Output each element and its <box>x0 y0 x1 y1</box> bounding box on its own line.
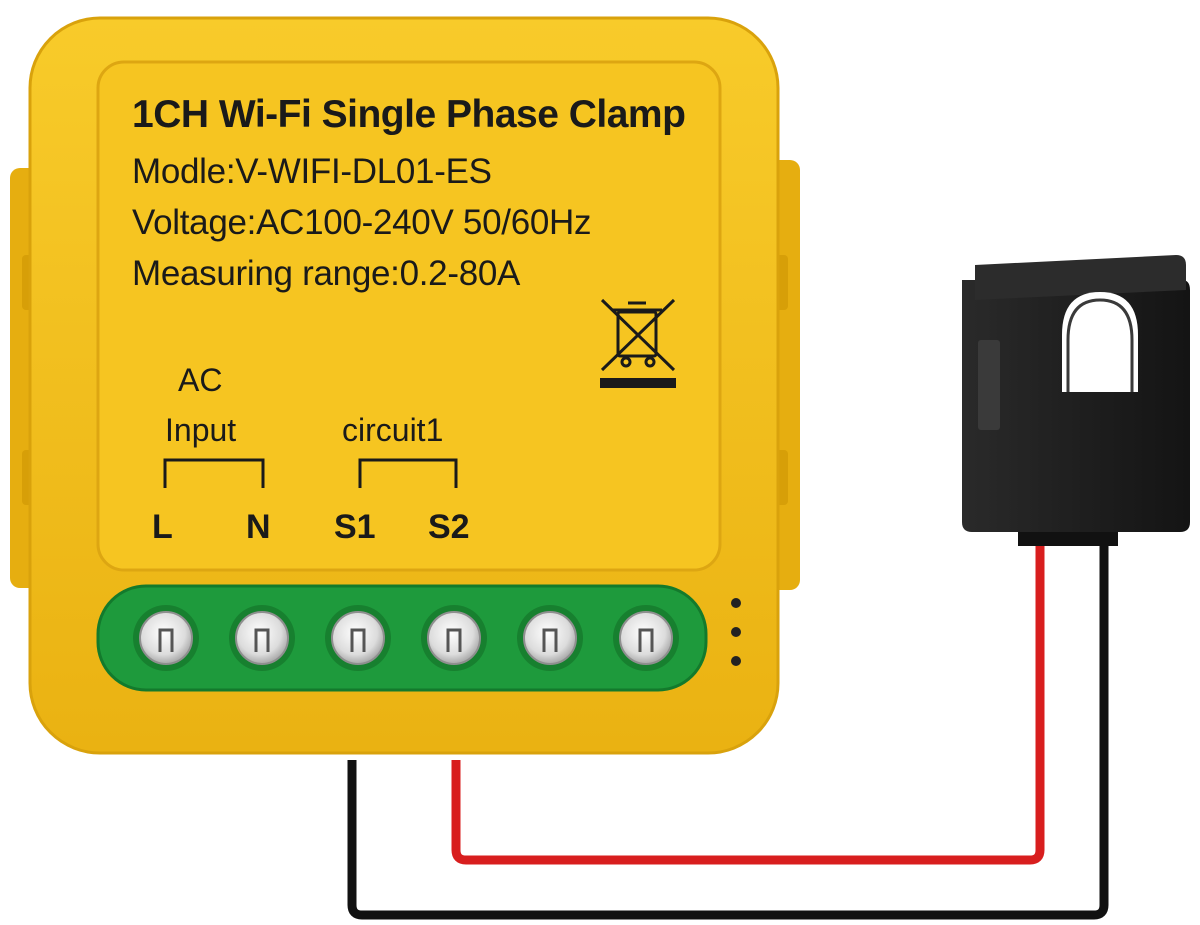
terminal-brackets <box>163 458 458 488</box>
device-title: 1CH Wi-Fi Single Phase Clamp <box>132 93 686 136</box>
status-led-dot <box>731 627 741 637</box>
clamp-wires <box>347 540 1109 920</box>
ac-label: AC <box>178 362 223 398</box>
device-measuring-range: Measuring range:0.2-80A <box>132 254 521 293</box>
status-led-dot <box>731 656 741 666</box>
circuit-label: circuit1 <box>342 412 444 448</box>
terminal-screw-2 <box>229 605 295 671</box>
device-voltage: Voltage:AC100-240V 50/60Hz <box>132 203 592 242</box>
device-label-panel <box>96 60 722 572</box>
terminal-screw-5 <box>517 605 583 671</box>
device-label: 1CH Wi-Fi Single Phase Clamp Modle:V-WIF… <box>132 92 712 299</box>
pin-label-S1: S1 <box>334 508 376 546</box>
terminal-screw-6 <box>613 605 679 671</box>
pin-label-L: L <box>152 508 173 546</box>
current-clamp <box>962 255 1190 546</box>
terminal-screw-3 <box>325 605 391 671</box>
pin-label-N: N <box>246 508 271 546</box>
weee-bin-icon <box>600 298 676 388</box>
pin-label-S2: S2 <box>428 508 470 546</box>
status-led-dot <box>731 598 741 608</box>
terminal-block <box>96 584 741 692</box>
terminal-screw-4 <box>421 605 487 671</box>
input-label: Input <box>165 412 237 448</box>
terminal-screw-1 <box>133 605 199 671</box>
device-model: Modle:V-WIFI-DL01-ES <box>132 152 492 191</box>
